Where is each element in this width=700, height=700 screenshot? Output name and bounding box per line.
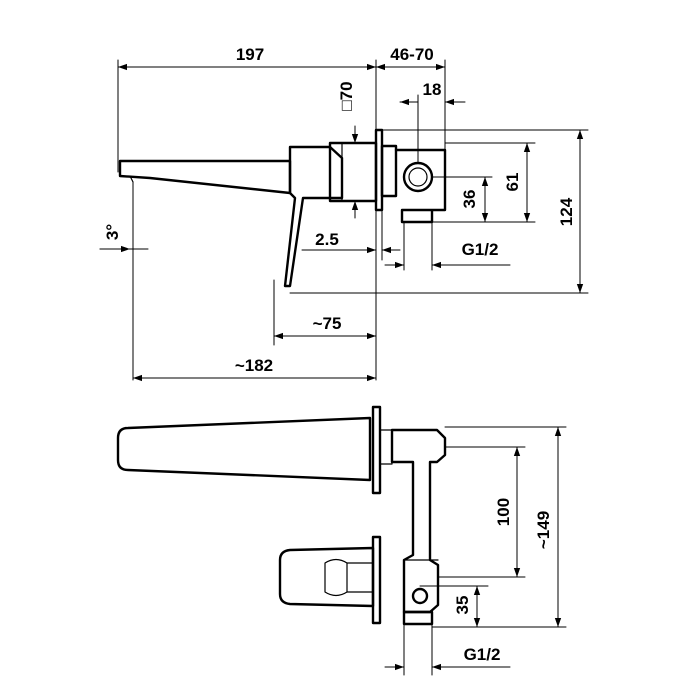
dim-100: 100 [437, 446, 526, 578]
dim-46-70-label: 46-70 [390, 45, 433, 64]
dim-75-label: ~75 [313, 314, 342, 333]
dim-35: 35 [419, 585, 489, 628]
dim-36: 36 [431, 176, 493, 223]
dim-2-5-label: 2.5 [315, 230, 339, 249]
lever-plan-outline [278, 546, 375, 608]
dim-75: ~75 [273, 209, 377, 381]
dim-124-label: 124 [557, 197, 576, 226]
dim-182-label: ~182 [235, 356, 273, 375]
dim-61: 61 [444, 142, 536, 223]
dim-149-label: ~149 [534, 511, 553, 549]
dim-g12-top-label: G1/2 [462, 240, 499, 259]
dim-angle-label: 3° [103, 224, 122, 240]
dim-61-label: 61 [503, 173, 522, 192]
dim-g12-bottom-label: G1/2 [464, 645, 501, 664]
dim-2-5: 2.5 [301, 209, 401, 261]
spout-plan-outline [116, 416, 372, 482]
dim-182: ~182 [132, 356, 377, 382]
concealed-box-outline [380, 144, 447, 224]
dim-square-70-label: □70 [337, 81, 356, 110]
dim-square-70: □70 [337, 81, 359, 219]
dim-35-label: 35 [453, 596, 472, 615]
lever-handle-outline [283, 145, 344, 288]
upper-stub [379, 429, 393, 465]
top-view: 197 46-70 18 □70 36 [99, 45, 589, 382]
dim-18: 18 [399, 80, 466, 164]
dim-149: ~149 [431, 426, 567, 628]
dim-197: 197 [117, 45, 377, 173]
dim-g12-bottom: G1/2 [384, 623, 511, 676]
dim-angle-3: 3° [99, 181, 149, 381]
upper-rosette [371, 405, 382, 495]
dim-36-label: 36 [460, 190, 479, 209]
spout-outline [118, 159, 292, 195]
dim-g12-top: G1/2 [384, 221, 511, 271]
concealed-body-plan [390, 428, 447, 626]
dim-100-label: 100 [494, 498, 513, 526]
dim-124: 124 [289, 129, 589, 294]
bottom-view: 100 ~149 35 G1/2 [116, 405, 567, 676]
dim-197-label: 197 [236, 45, 264, 64]
dim-18-label: 18 [423, 80, 442, 99]
